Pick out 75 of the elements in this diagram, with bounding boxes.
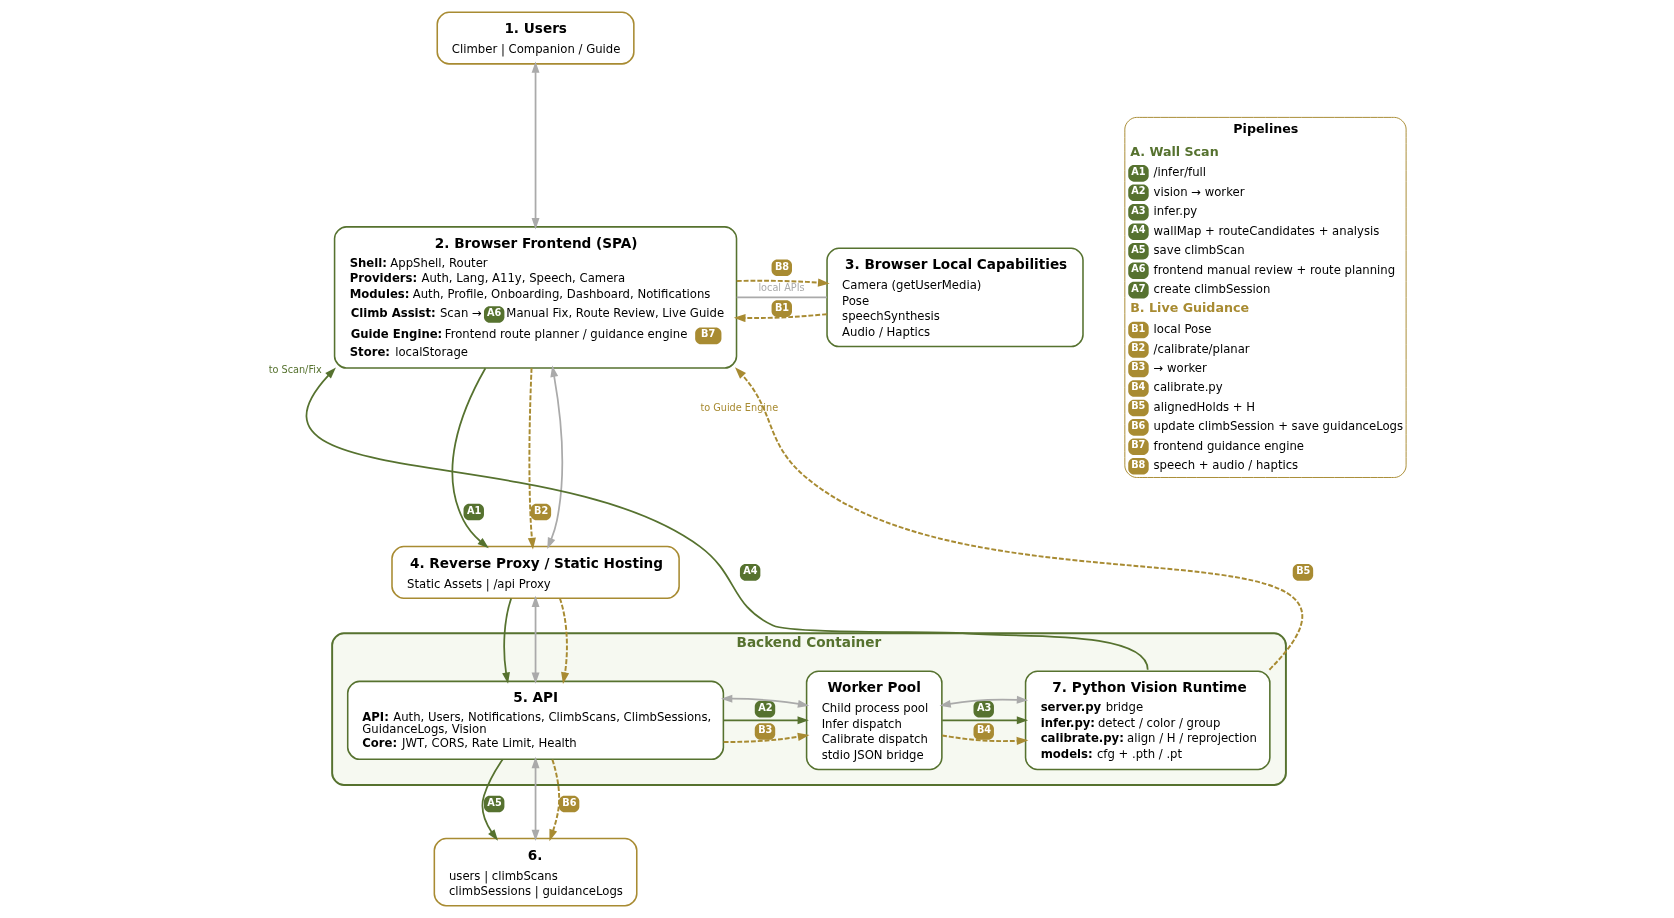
edge-label: B2 bbox=[533, 504, 548, 516]
node-box: 3. Browser Local Capabilities Camera (getUserMedia) Pose speechSynthesis Audio / Haptics bbox=[825, 247, 1084, 348]
edge-label: B8 bbox=[774, 260, 789, 272]
legend-label: local Pose bbox=[1153, 322, 1211, 337]
edge-label: A5 bbox=[486, 796, 502, 808]
arrow bbox=[501, 597, 512, 684]
arrow bbox=[531, 61, 539, 230]
arrow bbox=[734, 367, 1303, 671]
connector bbox=[735, 296, 828, 299]
node-box: 5. API API: Auth, Users, Notifications, ClimbScans, ClimbSessions, GuidanceLogs, Vision Core: JWT, CORS, Rate Limit, Health bbox=[346, 680, 724, 760]
edge-label: A3 bbox=[976, 702, 991, 714]
node-box: 2. Browser Frontend (SPA) Shell: AppShell, Router Providers: Auth, Lang, A11y, Speech, Camera Modules: Auth, Profile, Onboarding, Dashboard, Notifications Climb Assist: Scan → A6 Manual Fix, Route Review, Live Guide Guide Engine: Frontend route planner / guidance engine B7 Store: localStorage bbox=[333, 226, 737, 369]
label: A6 bbox=[1130, 263, 1145, 275]
node-box: 6. users | climbScans climbSessions | guidanceLogs bbox=[433, 837, 638, 907]
legend-label: update climbSession + save guidanceLogs bbox=[1153, 419, 1403, 434]
legend-label: calibrate.py bbox=[1153, 380, 1223, 395]
label: B8 bbox=[1130, 458, 1145, 470]
arrow bbox=[527, 367, 536, 550]
label: B6 bbox=[1130, 419, 1145, 431]
label: A7 bbox=[1130, 282, 1145, 294]
legend-label: alignedHolds + H bbox=[1153, 399, 1255, 414]
edge-label: B3 bbox=[757, 724, 772, 736]
legend-label: → worker bbox=[1153, 360, 1207, 375]
legend-label: frontend manual review + route planning bbox=[1153, 262, 1395, 277]
legend-label: speech + audio / haptics bbox=[1153, 458, 1298, 473]
arrow bbox=[720, 694, 809, 708]
label: B2 bbox=[1130, 341, 1145, 353]
edge-label: B6 bbox=[561, 796, 576, 808]
edge-label: A2 bbox=[757, 702, 772, 714]
legend-label: create climbSession bbox=[1153, 282, 1270, 297]
label: to Scan/Fix bbox=[268, 363, 322, 375]
arrow bbox=[531, 756, 539, 842]
label: A5 bbox=[1130, 243, 1145, 255]
label: to Guide Engine bbox=[699, 401, 778, 413]
arrow bbox=[733, 313, 828, 323]
edge-label: B1 bbox=[774, 301, 789, 313]
node-box: Worker Pool Child process pool Infer dispatch Calibrate dispatch stdio JSON bridge bbox=[805, 670, 943, 771]
legend-label: save climbScan bbox=[1153, 243, 1245, 258]
label: B4 bbox=[1130, 380, 1145, 392]
arrow bbox=[546, 365, 563, 550]
edge-label: A4 bbox=[742, 565, 758, 577]
arrow bbox=[940, 716, 1028, 725]
label: B5 bbox=[1130, 400, 1145, 412]
legend-label: /infer/full bbox=[1153, 165, 1206, 180]
label: A4 bbox=[1130, 224, 1145, 236]
arrow bbox=[451, 367, 489, 549]
arrow bbox=[722, 716, 809, 725]
arrow bbox=[548, 758, 560, 842]
label: B1 bbox=[1130, 322, 1145, 334]
label: B7 bbox=[1130, 439, 1145, 451]
arrow bbox=[722, 732, 809, 743]
legend-label: /calibrate/planar bbox=[1153, 341, 1250, 356]
legend-label: vision → worker bbox=[1153, 184, 1244, 199]
arrow bbox=[938, 695, 1028, 708]
label: A2 bbox=[1130, 185, 1145, 197]
label: Pipelines bbox=[1232, 121, 1298, 137]
label: B3 bbox=[1130, 361, 1145, 373]
legend-label: frontend guidance engine bbox=[1153, 438, 1304, 453]
label: A3 bbox=[1130, 204, 1145, 216]
edge-label: B4 bbox=[976, 724, 991, 736]
arrow bbox=[735, 278, 830, 287]
arrow bbox=[531, 595, 539, 684]
label: B. Live Guidance bbox=[1129, 300, 1249, 316]
arrow bbox=[558, 597, 569, 685]
node-box: 4. Reverse Proxy / Static Hosting Static Assets | /api Proxy bbox=[390, 545, 680, 599]
legend-label: wallMap + routeCandidates + analysis bbox=[1153, 223, 1379, 238]
node-box: 7. Python Vision Runtime server.py bridge infer.py: detect / color / group calibrate.py: align / H / reprojection models: cfg + .pth / .pt bbox=[1024, 670, 1271, 771]
label: A. Wall Scan bbox=[1129, 143, 1219, 159]
edge-label: A1 bbox=[466, 504, 481, 516]
edge-label: B5 bbox=[1295, 565, 1310, 577]
node-box: 1. Users Climber | Companion / Guide bbox=[435, 11, 635, 65]
label: A1 bbox=[1130, 165, 1145, 177]
arrow bbox=[940, 734, 1028, 745]
legend-label: infer.py bbox=[1153, 204, 1197, 219]
edge-label: local APIs bbox=[757, 282, 805, 294]
